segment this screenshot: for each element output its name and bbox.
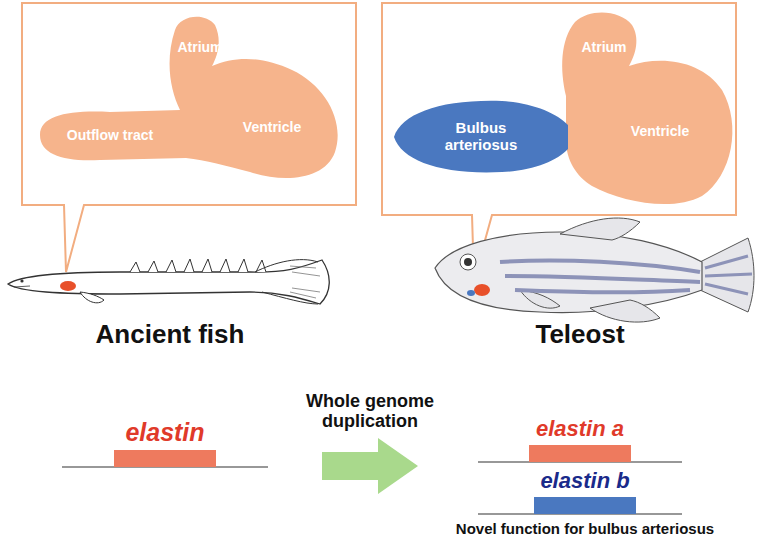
gene-box: elastin	[90, 392, 240, 468]
gene-name: elastin a	[500, 418, 660, 440]
gene-name: elastin	[90, 420, 240, 445]
function-note: Novel function for bulbus arteriosus	[410, 521, 760, 538]
teleost-fish	[435, 218, 754, 322]
gene-box: elastin b Novel function for bulbus arter…	[410, 466, 760, 546]
gene-bar	[534, 497, 636, 514]
gene-bar	[529, 445, 631, 462]
gene-name: elastin b	[410, 470, 760, 492]
ancient-fish	[8, 259, 329, 304]
part-label: Outflow tract	[45, 128, 175, 143]
block-arrow	[322, 438, 418, 494]
chamber-label: Bulbus arteriosus	[426, 119, 536, 154]
part-label: Ventricle	[222, 120, 322, 135]
part-label: Ventricle	[610, 124, 710, 139]
gene-box: elastin a	[500, 414, 660, 463]
heart-chamber: Bulbus arteriosus	[392, 95, 570, 177]
fish-title: Ancient fish	[40, 320, 300, 349]
fish-title: Teleost	[450, 320, 710, 349]
process-label: Whole genome duplication	[295, 392, 445, 432]
part-label: Atrium	[559, 40, 649, 55]
callout-box	[22, 3, 356, 272]
gene-bar	[114, 450, 216, 467]
heart-shape	[40, 17, 338, 178]
part-label: Atrium	[155, 40, 245, 55]
